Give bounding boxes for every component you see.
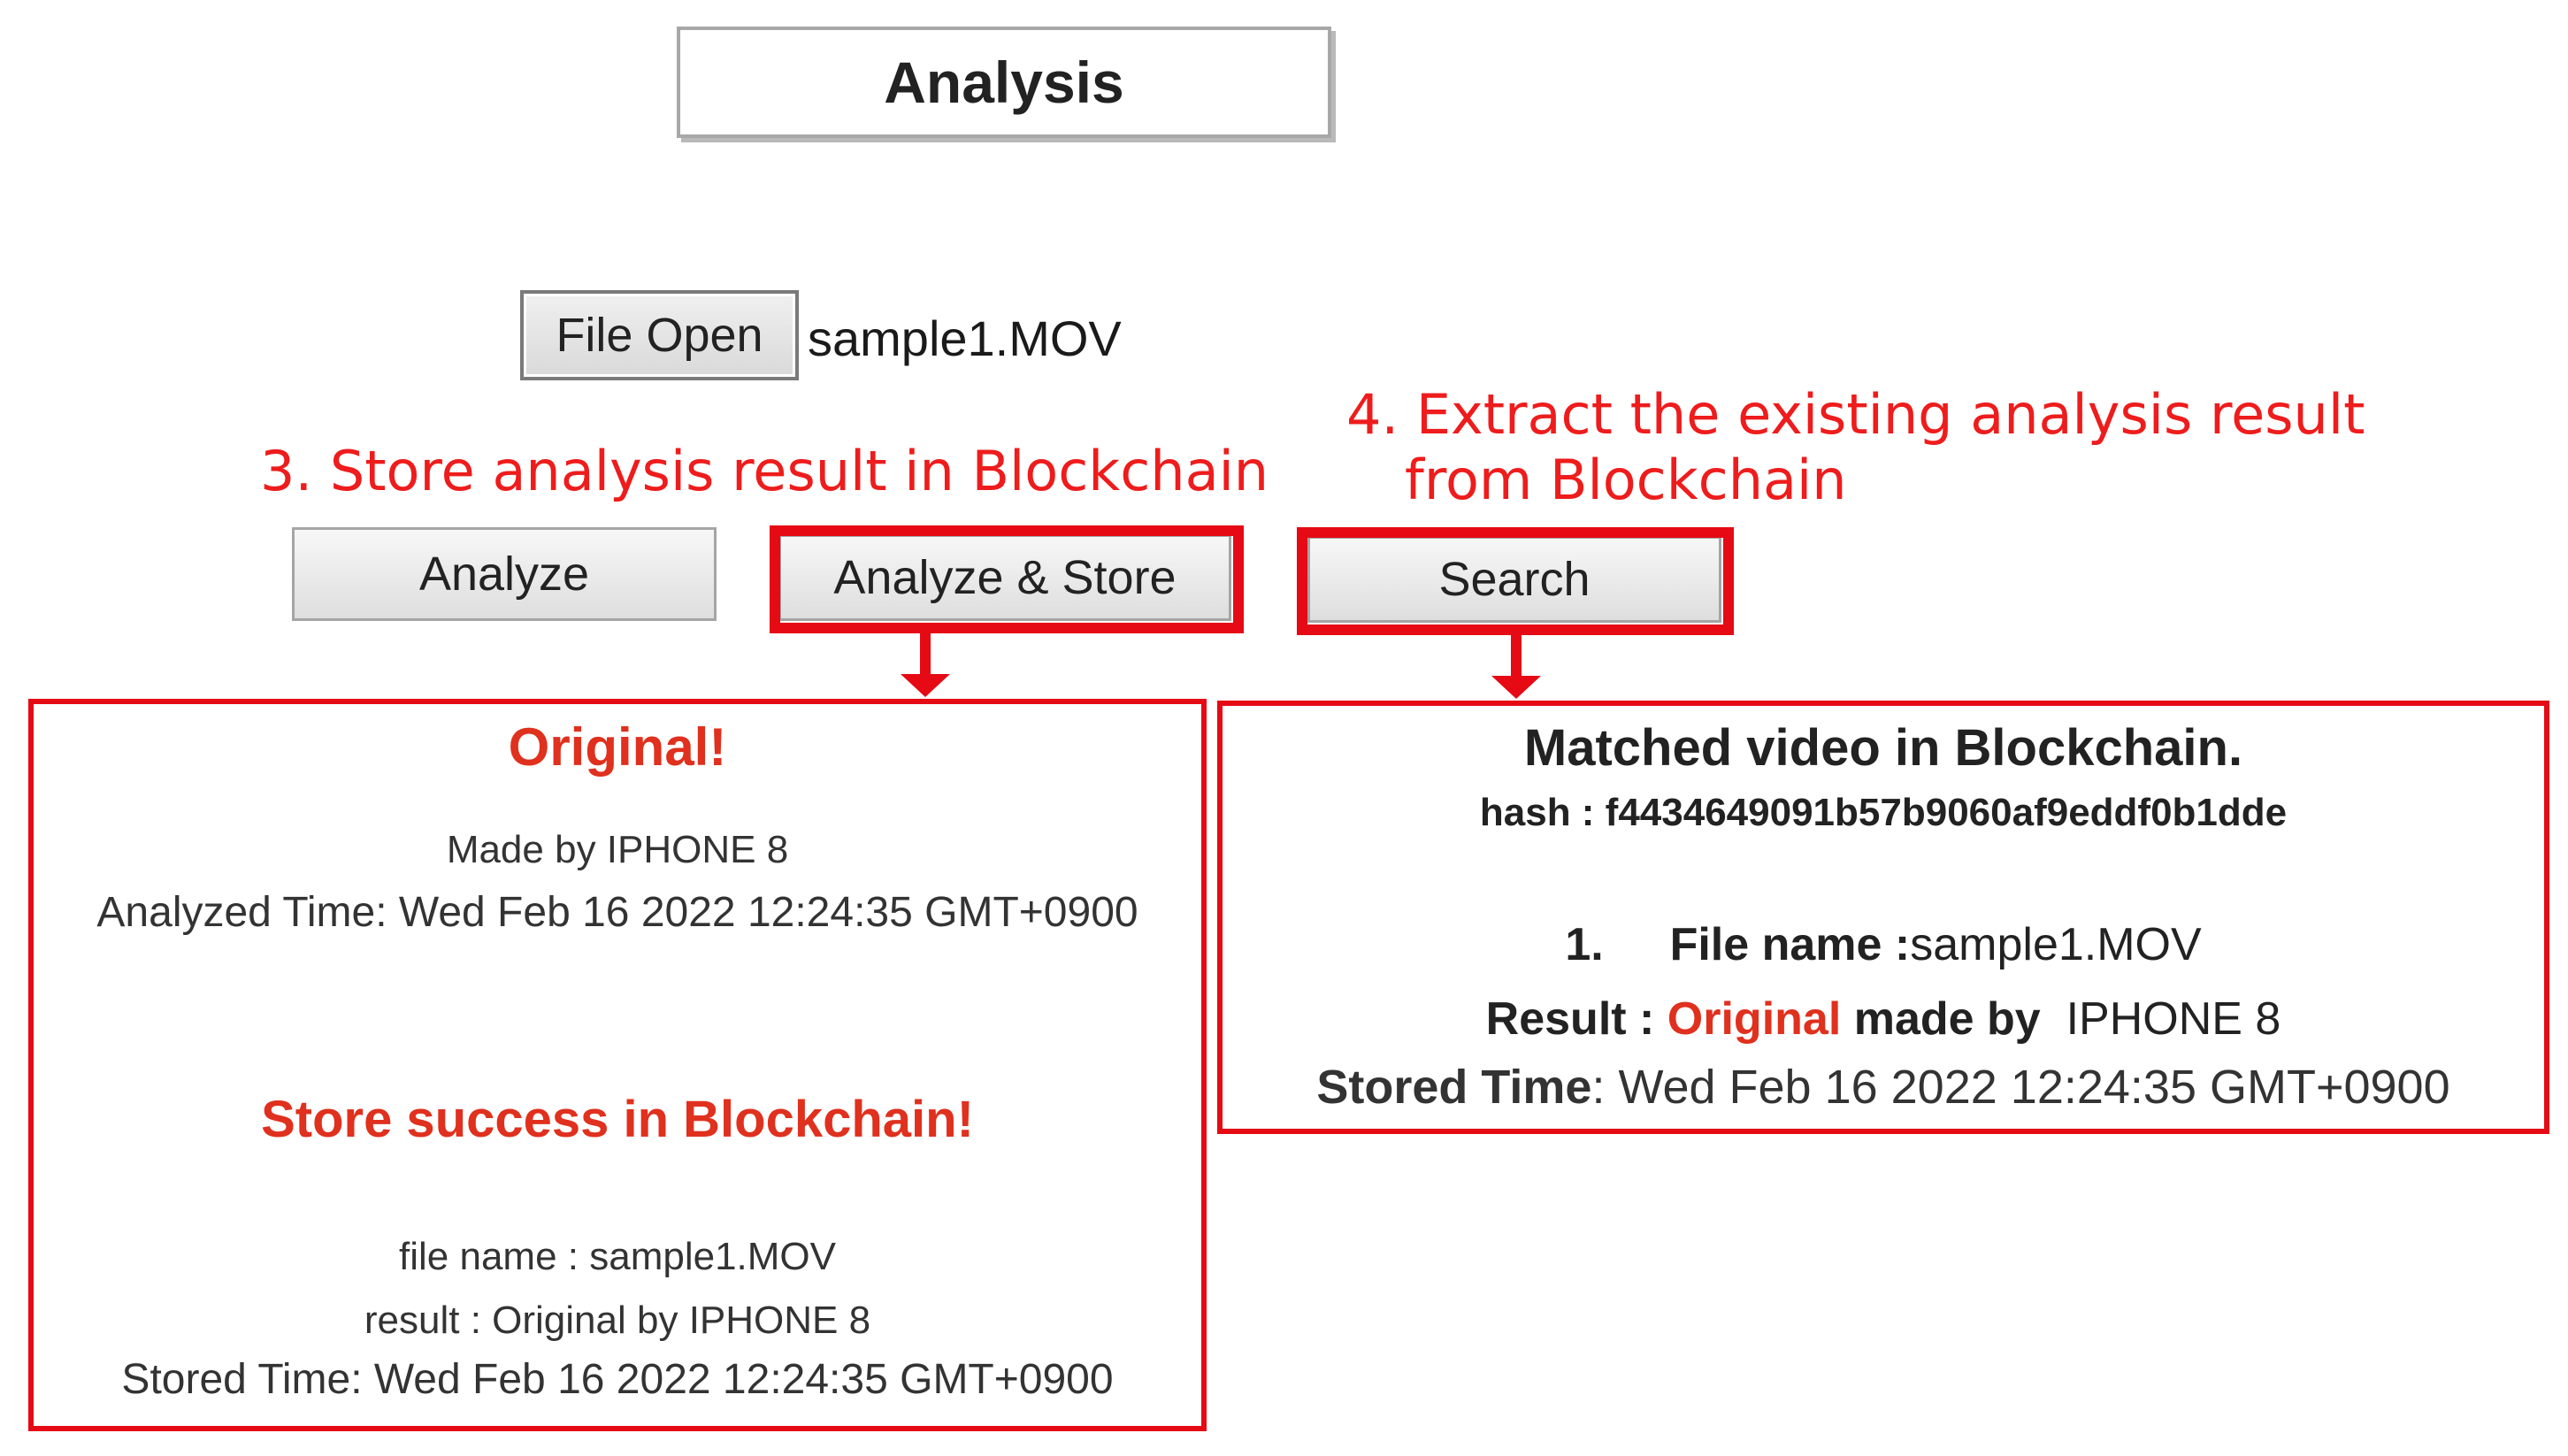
analyze-button[interactable]: Analyze xyxy=(292,527,717,621)
arrow-down-icon xyxy=(1491,635,1541,699)
annotation-step-3: 3. Store analysis result in Blockchain xyxy=(260,439,1269,503)
analyze-and-store-button[interactable]: Analyze & Store xyxy=(778,534,1231,621)
file-open-button[interactable]: File Open xyxy=(520,290,799,380)
made-by-label: made by xyxy=(1841,993,2041,1045)
matched-video-heading: Matched video in Blockchain. xyxy=(1523,719,2243,777)
search-result-panel: Matched video in Blockchain. hash : f443… xyxy=(1217,701,2549,1134)
result-item: 1. File name :sample1.MOV xyxy=(1223,918,2544,971)
annotation-step-4-line-1: 4. Extract the existing analysis result xyxy=(1346,382,2365,447)
stored-time-line: Stored Time: Wed Feb 16 2022 12:24:35 GM… xyxy=(1223,1060,2544,1115)
hash-text: hash : f4434649091b57b9060af9eddf0b1dde xyxy=(1479,791,2288,834)
store-success-status: Store success in Blockchain! xyxy=(261,1091,974,1148)
item-number: 1. xyxy=(1565,919,1604,970)
search-button[interactable]: Search xyxy=(1307,536,1721,623)
original-status: Original! xyxy=(508,717,727,777)
stored-time-text: Stored Time: Wed Feb 16 2022 12:24:35 GM… xyxy=(121,1356,1114,1403)
result-value: Original xyxy=(1667,993,1842,1045)
stored-file-name: file name : sample1.MOV xyxy=(399,1235,836,1278)
arrow-down-icon xyxy=(901,633,950,697)
made-by-value: IPHONE 8 xyxy=(2040,993,2281,1045)
made-by-text: Made by IPHONE 8 xyxy=(446,828,789,871)
result-label: Result : xyxy=(1485,993,1655,1045)
analyzed-time-text: Analyzed Time: Wed Feb 16 2022 12:24:35 … xyxy=(96,889,1138,936)
annotation-step-4-line-2: from Blockchain xyxy=(1405,448,1847,512)
store-result-panel: Original! Made by IPHONE 8 Analyzed Time… xyxy=(28,699,1207,1431)
page-title: Analysis xyxy=(677,27,1331,138)
stored-result-text: result : Original by IPHONE 8 xyxy=(364,1299,871,1342)
result-line: Result : Original made by IPHONE 8 xyxy=(1223,992,2544,1046)
selected-file-name: sample1.MOV xyxy=(808,310,1122,366)
stored-time-value: : Wed Feb 16 2022 12:24:35 GMT+0900 xyxy=(1591,1061,2450,1114)
file-name-label: File name : xyxy=(1669,919,1911,970)
stored-time-label: Stored Time xyxy=(1316,1061,1592,1114)
file-name-value: sample1.MOV xyxy=(1910,919,2202,970)
